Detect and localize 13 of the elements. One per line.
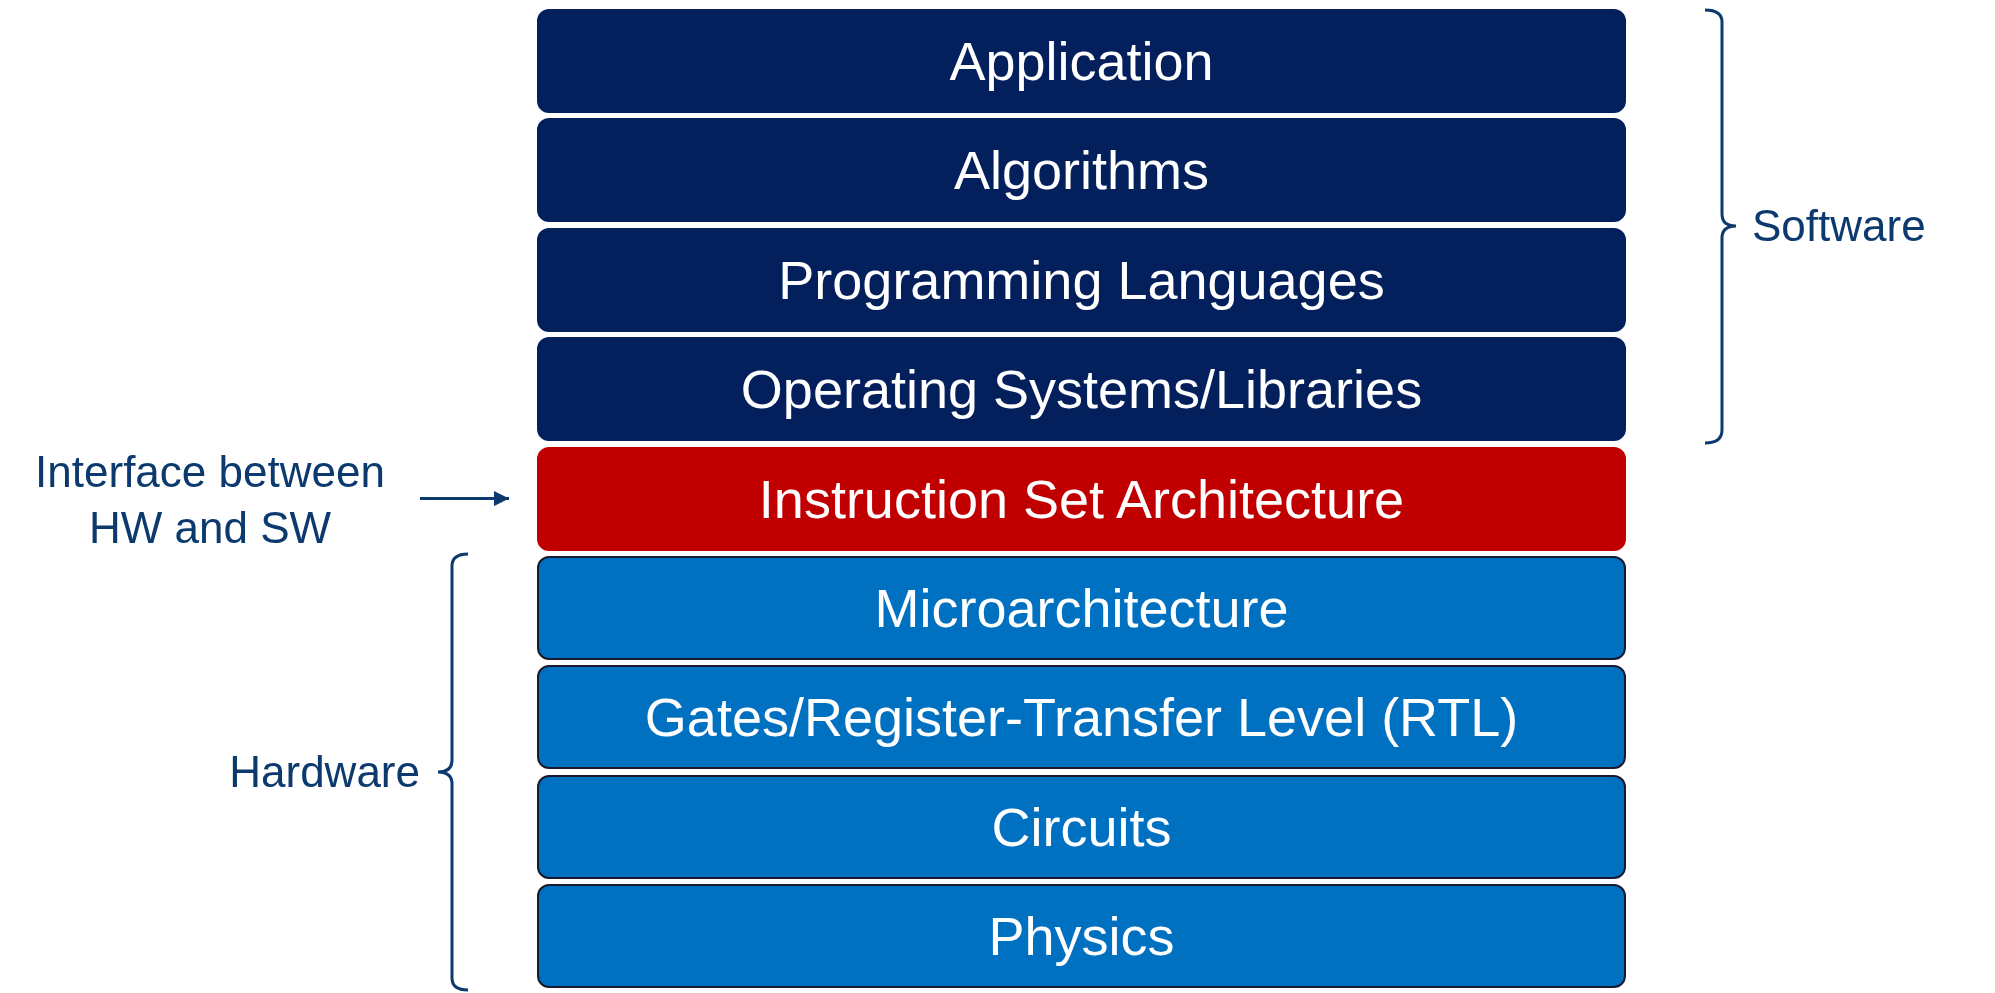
- software-layer-box: Application: [537, 9, 1626, 113]
- group-label: Hardware: [228, 746, 420, 798]
- arrow: [420, 491, 509, 507]
- hardware-layer-box: Microarchitecture: [537, 556, 1626, 660]
- hardware-layer-box: Physics: [537, 884, 1626, 989]
- software-layer-box: Operating Systems/Libraries: [537, 337, 1626, 442]
- hardware-layer-box: Gates/Register-Transfer Level (RTL): [537, 665, 1626, 770]
- software-layer-box: Algorithms: [537, 118, 1626, 223]
- software-layer-box: Programming Languages: [537, 227, 1626, 332]
- annotation-text: Interface between HW and SW: [10, 444, 410, 556]
- isa-layer-box: Instruction Set Architecture: [537, 446, 1626, 551]
- group-label: Software: [1752, 200, 1927, 252]
- hardware-layer-box: Circuits: [537, 774, 1626, 879]
